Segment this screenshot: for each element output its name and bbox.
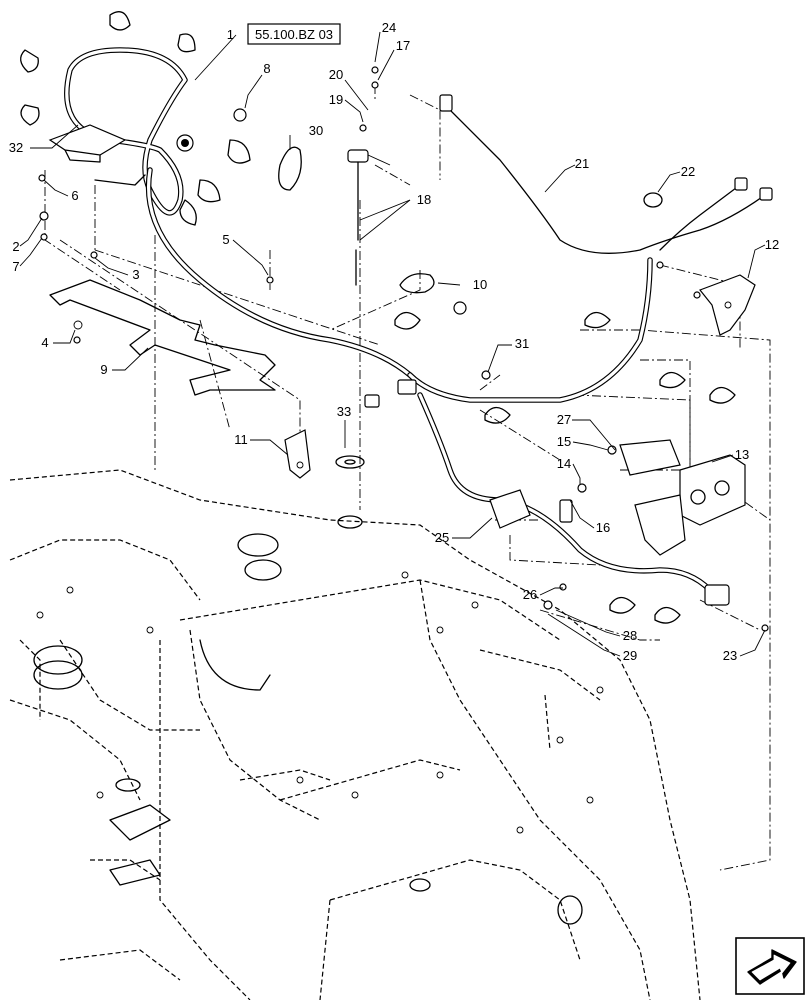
part-27-fuse-block <box>619 439 681 476</box>
callout-29[interactable]: 29 <box>623 648 637 663</box>
callout-20[interactable]: 20 <box>329 67 343 82</box>
reference-box-text: 55.100.BZ 03 <box>255 27 333 42</box>
main-wire-harness <box>64 47 730 606</box>
part-22-grommet <box>643 192 663 208</box>
callout-1[interactable]: 1 <box>227 27 234 42</box>
callout-15[interactable]: 15 <box>557 434 571 449</box>
reference-box[interactable]: 55.100.BZ 03 <box>247 23 341 45</box>
callout-16[interactable]: 16 <box>596 520 610 535</box>
callout-10[interactable]: 10 <box>473 277 487 292</box>
part-30-ring-clip <box>278 146 302 191</box>
callout-30[interactable]: 30 <box>309 123 323 138</box>
part-12-bracket <box>699 274 756 336</box>
callout-27[interactable]: 27 <box>557 412 571 427</box>
callout-33[interactable]: 33 <box>337 404 351 419</box>
callout-5[interactable]: 5 <box>222 232 229 247</box>
part-18-fuel-sender <box>347 149 391 286</box>
part-11-bracket <box>284 429 311 479</box>
callout-11[interactable]: 11 <box>234 432 248 447</box>
callout-18[interactable]: 18 <box>417 192 431 207</box>
fasteners <box>38 66 769 632</box>
callout-28[interactable]: 28 <box>623 628 637 643</box>
callout-21[interactable]: 21 <box>575 156 589 171</box>
callout-24[interactable]: 24 <box>382 20 396 35</box>
forward-arrow-icon[interactable] <box>735 937 805 995</box>
callout-2[interactable]: 2 <box>12 239 19 254</box>
machine-frame <box>9 469 701 1000</box>
part-10-clip <box>399 273 435 294</box>
callout-13[interactable]: 13 <box>735 447 749 462</box>
part-9-support-bracket <box>49 279 276 396</box>
callout-23[interactable]: 23 <box>723 648 737 663</box>
part-13-worklight <box>634 454 746 556</box>
part-32-bracket <box>48 124 127 163</box>
callout-labels: 1 2 3 4 5 6 7 8 9 10 11 12 13 14 15 16 1… <box>9 20 779 663</box>
callout-19[interactable]: 19 <box>329 92 343 107</box>
part-33-grommet <box>335 455 365 469</box>
callout-3[interactable]: 3 <box>132 267 139 282</box>
callout-25[interactable]: 25 <box>435 530 449 545</box>
callout-14[interactable]: 14 <box>557 456 571 471</box>
callout-31[interactable]: 31 <box>515 336 529 351</box>
leader-lines <box>19 31 766 657</box>
callout-32[interactable]: 32 <box>9 140 23 155</box>
callout-6[interactable]: 6 <box>71 188 78 203</box>
harness-clamps <box>20 11 736 624</box>
callout-26[interactable]: 26 <box>523 587 537 602</box>
part-25-connector-block <box>489 489 531 529</box>
callout-12[interactable]: 12 <box>765 237 779 252</box>
callout-22[interactable]: 22 <box>681 164 695 179</box>
part-21-harness-branch <box>439 94 773 254</box>
callout-4[interactable]: 4 <box>41 335 48 350</box>
callout-7[interactable]: 7 <box>12 259 19 274</box>
callout-17[interactable]: 17 <box>396 38 410 53</box>
callout-8[interactable]: 8 <box>263 61 270 76</box>
callout-9[interactable]: 9 <box>100 362 107 377</box>
